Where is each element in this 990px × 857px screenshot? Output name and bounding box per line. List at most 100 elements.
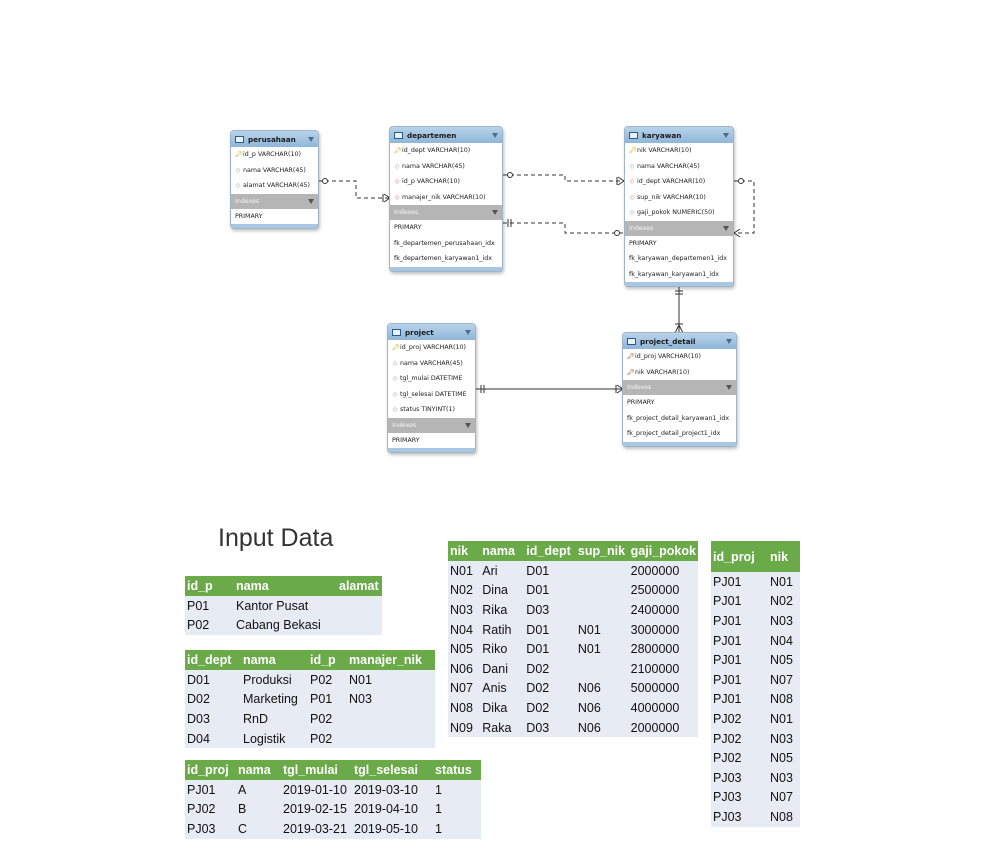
- table-header-row: id_proj nama tgl_mulai tgl_selesai statu…: [185, 760, 481, 780]
- entity-title: departemen: [407, 130, 457, 140]
- rel-karyawan-project-detail: [674, 286, 684, 334]
- table-header-row: id_dept nama id_p manajer_nik: [185, 650, 435, 670]
- table-cell: 2000000: [628, 561, 698, 581]
- primary-key-icon: 🔑︎: [235, 151, 243, 159]
- header-cell: status: [433, 760, 481, 780]
- entity-project[interactable]: project 🔑︎id_proj VARCHAR(10) ◇nama VARC…: [387, 323, 476, 453]
- table-cell: Riko: [480, 639, 525, 659]
- entity-footer: [623, 441, 736, 446]
- entity-header[interactable]: project: [388, 324, 475, 340]
- column-row: ◇id_dept VARCHAR(10): [625, 174, 733, 190]
- column-row: ◇id_p VARCHAR(10): [390, 174, 502, 190]
- table-cell: P02: [308, 709, 347, 729]
- column-label: nama VARCHAR(45): [243, 166, 306, 174]
- header-cell: id_dept: [524, 541, 576, 561]
- primary-key-icon: 🔑︎: [394, 147, 402, 155]
- collapse-arrow-icon[interactable]: [492, 132, 498, 138]
- indexes-header[interactable]: Indexes: [231, 193, 318, 209]
- collapse-arrow-icon[interactable]: [723, 225, 729, 231]
- table-cell: P02: [308, 728, 347, 749]
- indexes-header[interactable]: Indexes: [623, 380, 736, 395]
- table-cell: N08: [768, 689, 800, 710]
- column-label: id_dept VARCHAR(10): [402, 147, 471, 155]
- entity-header[interactable]: project_detail: [623, 333, 736, 349]
- table-row: D04 Logistik P02: [185, 728, 435, 749]
- index-row: fk_departemen_karyawan1_idx: [394, 255, 493, 263]
- table-cell: Dani: [480, 658, 525, 679]
- table-cell: P02: [308, 670, 347, 690]
- table-cell: 2019-02-15: [281, 799, 352, 820]
- table-cell: D01: [524, 619, 576, 640]
- table-cell: 2019-03-10: [352, 780, 433, 800]
- entity-header[interactable]: karyawan: [625, 127, 733, 143]
- header-cell: sup_nik: [575, 541, 629, 561]
- entity-title: perusahaan: [248, 134, 296, 144]
- table-cell: Raka: [480, 717, 525, 738]
- collapse-arrow-icon[interactable]: [726, 338, 732, 344]
- table-departemen: id_dept nama id_p manajer_nik D01 Produk…: [185, 650, 435, 749]
- foreign-column-icon: ◇: [629, 193, 635, 201]
- indexes-label: Indexes: [394, 209, 419, 216]
- primary-key-icon: 🔑︎: [392, 344, 400, 352]
- entity-perusahaan[interactable]: perusahaan 🔑︎id_p VARCHAR(10) ◇nama VARC…: [230, 130, 319, 229]
- table-cell: 2019-03-21: [281, 819, 352, 839]
- collapse-arrow-icon[interactable]: [492, 210, 498, 215]
- collapse-arrow-icon[interactable]: [465, 329, 471, 335]
- column-icon: ◇: [392, 406, 398, 414]
- indexes-header[interactable]: Indexes: [390, 205, 502, 220]
- entity-project-detail[interactable]: project_detail 🔑︎id_proj VARCHAR(10) 🔑︎n…: [622, 332, 737, 447]
- column-icon: ◇: [394, 162, 400, 170]
- table-cell: P01: [185, 596, 234, 616]
- column-label: id_proj VARCHAR(10): [635, 353, 701, 361]
- table-header-row: nik nama id_dept sup_nik gaji_pokok: [448, 541, 698, 561]
- table-row: PJ01 A 2019-01-10 2019-03-10 1: [185, 780, 481, 800]
- indexes-header[interactable]: Indexes: [388, 417, 475, 433]
- table-cell: N01: [768, 572, 800, 592]
- entity-header[interactable]: perusahaan: [231, 131, 318, 147]
- column-row: ◇tgl_selesai DATETIME: [388, 387, 475, 403]
- table-cell: PJ02: [711, 709, 768, 729]
- table-row: PJ02 B 2019-02-15 2019-04-10 1: [185, 799, 481, 820]
- entity-title: project: [405, 327, 434, 337]
- index-row: fk_project_detail_karyawan1_idx: [627, 414, 730, 422]
- collapse-arrow-icon[interactable]: [465, 422, 471, 428]
- index-row: fk_karyawan_karyawan1_idx: [629, 270, 719, 278]
- table-cell: D01: [524, 561, 576, 581]
- index-row: fk_project_detail_project1_idx: [627, 430, 721, 438]
- collapse-arrow-icon[interactable]: [723, 132, 729, 138]
- collapse-arrow-icon[interactable]: [308, 136, 314, 142]
- table-cell: [337, 615, 382, 636]
- column-label: sup_nik VARCHAR(10): [637, 193, 706, 201]
- table-cell: PJ02: [711, 748, 768, 768]
- entity-header[interactable]: departemen: [390, 127, 502, 143]
- column-row: 🔑︎id_dept VARCHAR(10): [390, 143, 502, 159]
- column-label: id_dept VARCHAR(10): [637, 178, 706, 186]
- table-icon: [394, 131, 403, 139]
- table-cell: [337, 596, 382, 616]
- table-cell: N01: [768, 709, 800, 729]
- column-row: ◇alamat VARCHAR(45): [231, 178, 318, 194]
- table-cell: D04: [185, 728, 241, 749]
- column-icon: ◇: [392, 390, 398, 398]
- entity-title: project_detail: [640, 336, 696, 346]
- table-cell: N03: [448, 600, 481, 620]
- table-cell: N01: [575, 619, 629, 640]
- entity-departemen[interactable]: departemen 🔑︎id_dept VARCHAR(10) ◇nama V…: [389, 126, 503, 272]
- indexes-header[interactable]: Indexes: [625, 220, 733, 236]
- table-cell: [575, 658, 629, 679]
- entity-footer: [388, 448, 475, 452]
- collapse-arrow-icon[interactable]: [308, 198, 314, 204]
- collapse-arrow-icon[interactable]: [726, 385, 732, 390]
- table-cell: PJ01: [711, 630, 768, 651]
- entity-karyawan[interactable]: karyawan 🔑︎nik VARCHAR(10) ◇nama VARCHAR…: [624, 126, 734, 287]
- table-cell: PJ02: [711, 728, 768, 749]
